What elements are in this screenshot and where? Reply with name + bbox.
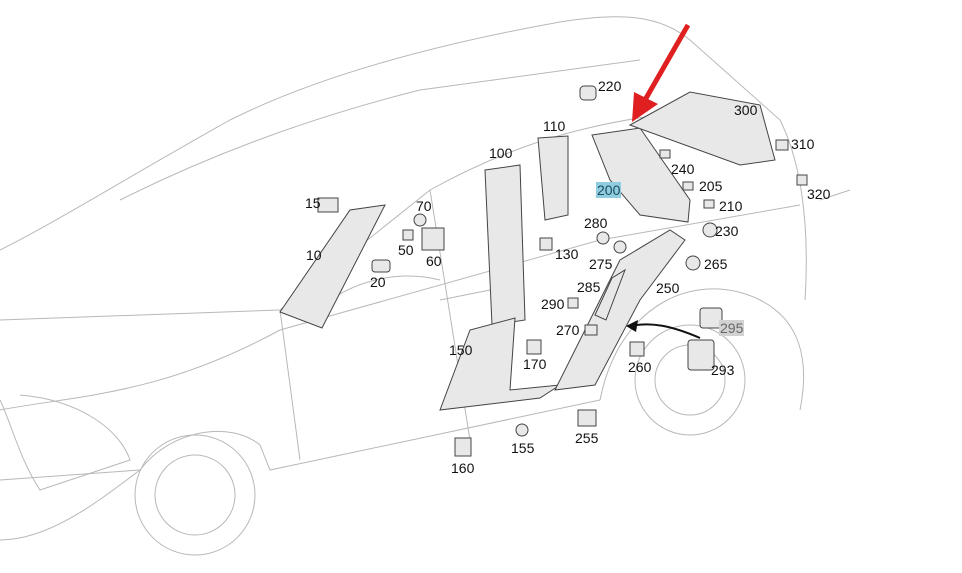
- label-255: 255: [575, 430, 599, 446]
- part-300: [628, 91, 776, 166]
- label-275: 275: [589, 256, 613, 272]
- part-285: [594, 268, 626, 321]
- part-255: [577, 409, 597, 427]
- part-280: [596, 231, 610, 245]
- label-60: 60: [426, 253, 442, 269]
- part-50: [402, 229, 414, 241]
- part-265: [685, 255, 701, 271]
- label-320: 320: [807, 186, 831, 202]
- label-295-muted: 295: [719, 320, 745, 336]
- part-295: [699, 307, 723, 329]
- label-230: 230: [715, 223, 739, 239]
- part-260: [629, 341, 645, 357]
- part-130: [539, 237, 553, 251]
- part-240: [659, 149, 671, 159]
- label-15: 15: [305, 195, 321, 211]
- part-110: [537, 135, 569, 221]
- label-240: 240: [671, 161, 695, 177]
- label-270: 270: [556, 322, 580, 338]
- label-250: 250: [656, 280, 680, 296]
- part-220: [579, 85, 597, 101]
- part-170: [526, 339, 542, 355]
- part-250: [554, 229, 686, 391]
- label-200-selected: 200: [596, 182, 622, 198]
- part-320: [796, 174, 808, 186]
- label-170: 170: [523, 356, 547, 372]
- label-300: 300: [734, 102, 758, 118]
- red-arrow-icon: [642, 23, 691, 102]
- part-60: [421, 227, 445, 251]
- part-290: [567, 297, 579, 309]
- part-270: [584, 324, 598, 336]
- part-10-a-pillar-trim: [279, 204, 386, 329]
- label-10: 10: [306, 247, 322, 263]
- label-110: 110: [543, 118, 566, 134]
- part-293: [687, 339, 715, 371]
- red-arrowhead-icon: [632, 92, 658, 122]
- label-100: 100: [489, 145, 513, 161]
- label-293: 293: [711, 362, 735, 378]
- label-285: 285: [577, 279, 601, 295]
- part-310: [775, 139, 789, 151]
- label-155: 155: [511, 440, 535, 456]
- label-220: 220: [598, 78, 622, 94]
- label-260: 260: [628, 359, 652, 375]
- part-160: [454, 437, 472, 457]
- part-15: [317, 197, 339, 213]
- part-210: [703, 199, 715, 209]
- label-205: 205: [699, 178, 723, 194]
- label-160: 160: [451, 460, 475, 476]
- label-290: 290: [541, 296, 565, 312]
- label-265: 265: [704, 256, 728, 272]
- part-275: [613, 240, 627, 254]
- label-210: 210: [719, 198, 743, 214]
- label-20: 20: [370, 274, 386, 290]
- label-310: 310: [791, 136, 815, 152]
- part-155: [515, 423, 529, 437]
- part-230: [702, 222, 718, 238]
- part-70: [413, 213, 427, 227]
- part-20: [371, 259, 391, 273]
- label-280: 280: [584, 215, 608, 231]
- part-205: [682, 181, 694, 191]
- label-50: 50: [398, 242, 414, 258]
- part-100-b-pillar-trim: [484, 164, 526, 326]
- label-130: 130: [555, 246, 579, 262]
- part-150-sill: [439, 317, 561, 411]
- pointer-arrowhead-icon: [626, 320, 638, 332]
- label-70: 70: [416, 198, 432, 214]
- label-150: 150: [449, 342, 473, 358]
